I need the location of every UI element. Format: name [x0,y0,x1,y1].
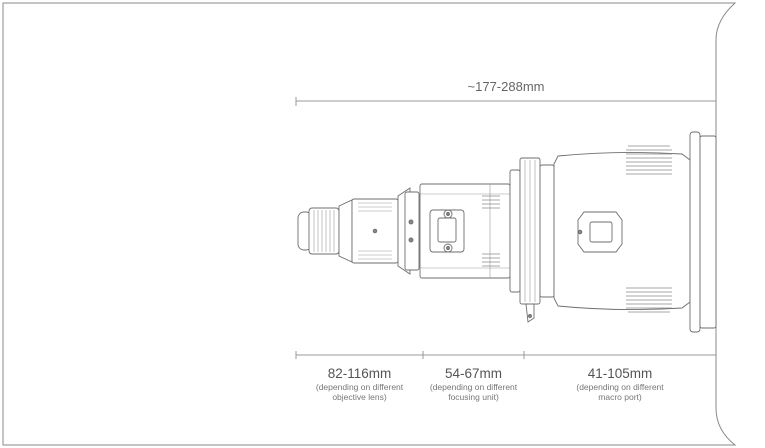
focusing-unit-size: 54-67mm [444,366,503,381]
objective-lens-note-1: (depending on different [315,382,404,392]
macro-port-front-ring [689,131,701,333]
lens-illustration [297,131,717,333]
macro-port-vents [626,145,672,313]
macro-port-glass-rim [699,135,717,329]
total-dimension-line [295,97,716,106]
objective-lens-size: 82-116mm [327,366,392,381]
total-length-label: ~177-288mm [467,79,545,94]
segment-dimension-lines [295,351,716,359]
focusing-unit-dimension: 54-67mm (depending on different focusing… [423,366,524,402]
macro-port-note-2: macro port) [598,392,642,402]
adapter-latch [525,303,535,323]
focusing-knob [437,217,457,243]
macro-port-size: 41-105mm [587,366,653,381]
macro-port-handle [589,221,613,243]
objective-knurled-ring [308,207,340,255]
objective-lens-dimension: 82-116mm (depending on different objecti… [296,366,423,402]
macro-port-dimension: 41-105mm (depending on different macro p… [524,366,716,402]
objective-lens-note-2: objective lens) [332,392,387,402]
diagram-frame [2,2,737,446]
adapter-ring-3 [539,164,555,298]
focusing-unit-note-1: (depending on different [429,382,518,392]
adapter-ring-1 [509,169,521,293]
focusing-unit-slits [482,195,500,267]
focusing-unit-note-2: focusing unit) [448,392,499,402]
objective-cone [338,199,353,263]
objective-mount-plate [404,191,420,271]
macro-port-note-1: (depending on different [576,382,664,392]
